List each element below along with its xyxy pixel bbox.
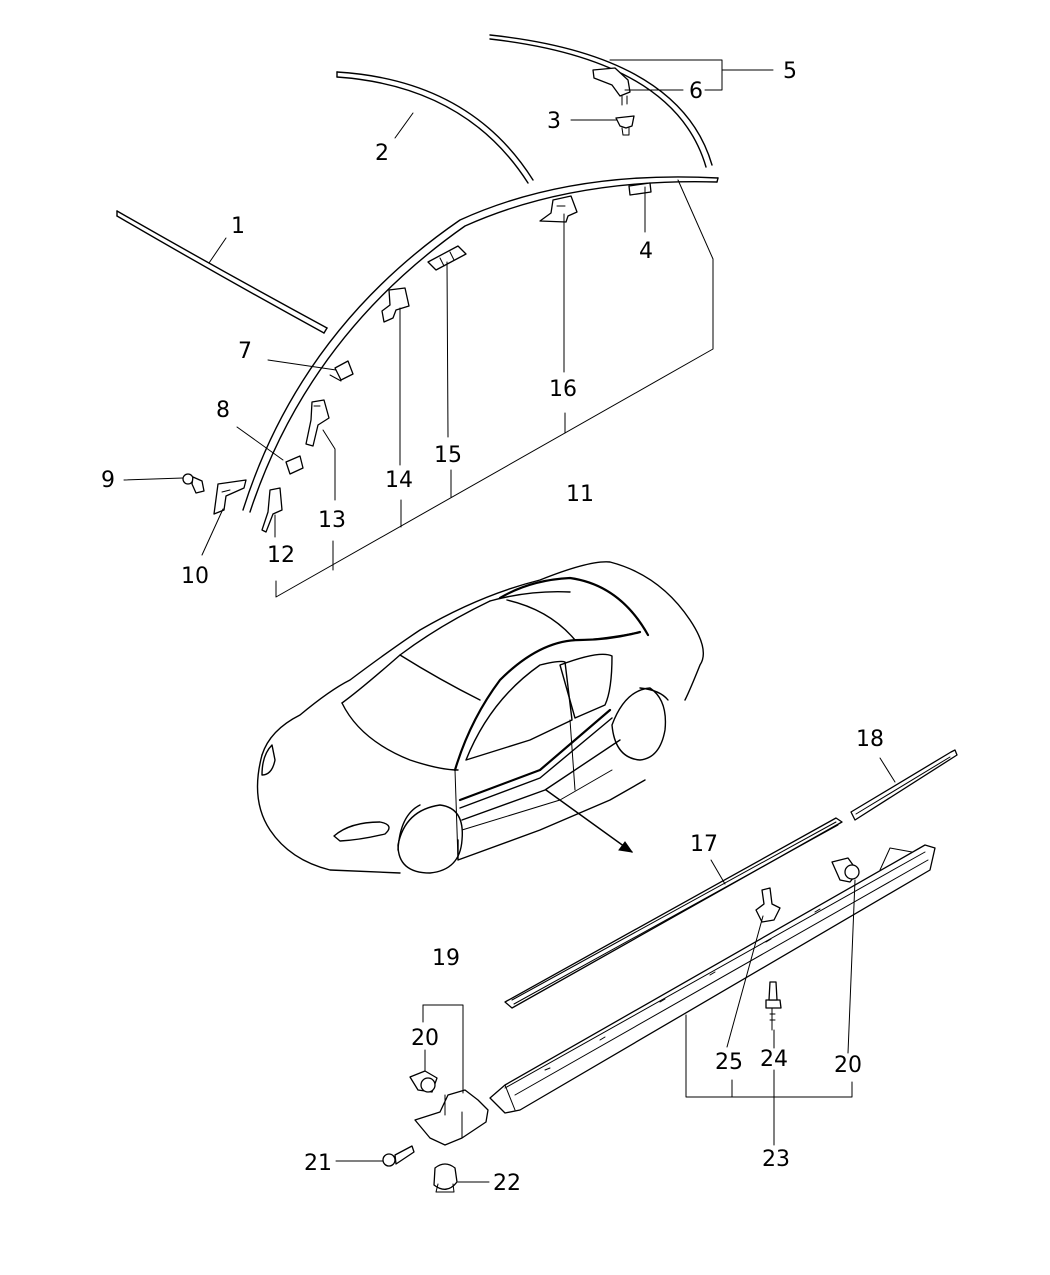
leader-lines-bottom [335, 757, 896, 1183]
callout-15: 15 [434, 443, 462, 468]
callout-2: 2 [375, 141, 389, 166]
clip-part-19 [414, 1089, 489, 1146]
callout-7: 7 [238, 339, 252, 364]
callout-25: 25 [715, 1050, 743, 1075]
callout-6: 6 [689, 79, 703, 104]
clip-part-7 [329, 360, 354, 382]
callout-3: 3 [547, 109, 561, 134]
clip-part-12 [261, 487, 283, 533]
callout-16: 16 [549, 377, 577, 402]
car-illustration [256, 561, 704, 874]
molding-part-11 [242, 176, 719, 513]
clip-part-20-left [409, 1070, 438, 1093]
clip-part-8 [285, 455, 304, 475]
clip-part-3 [615, 115, 635, 136]
callout-4: 4 [639, 239, 653, 264]
clip-part-22 [433, 1163, 458, 1193]
callout-5: 5 [783, 59, 797, 84]
clip-part-20-right [831, 857, 860, 883]
callout-20-left: 20 [411, 1026, 439, 1051]
callout-19: 19 [432, 946, 460, 971]
callout-18: 18 [856, 727, 884, 752]
screw-part-21 [382, 1145, 415, 1167]
molding-part-18 [850, 749, 958, 821]
callout-10: 10 [181, 564, 209, 589]
callout-12: 12 [267, 543, 295, 568]
callout-1: 1 [231, 214, 245, 239]
callout-9: 9 [101, 468, 115, 493]
callout-11: 11 [566, 482, 594, 507]
molding-part-2 [336, 71, 534, 184]
clip-part-15 [427, 245, 467, 271]
callout-23: 23 [762, 1147, 790, 1172]
callout-20-right: 20 [834, 1053, 862, 1078]
clip-part-16 [539, 195, 578, 223]
callout-21: 21 [304, 1151, 332, 1176]
clip-part-10 [213, 479, 247, 515]
callout-13: 13 [318, 508, 346, 533]
molding-part-5 [489, 34, 713, 168]
leader-lines-top [123, 59, 774, 598]
callout-8: 8 [216, 398, 230, 423]
clip-part-25 [755, 887, 781, 923]
callout-17: 17 [690, 832, 718, 857]
molding-part-1 [116, 210, 328, 334]
callout-14: 14 [385, 468, 413, 493]
clip-part-14 [381, 287, 410, 323]
molding-part-17 [504, 817, 843, 1009]
clip-part-13 [305, 399, 330, 447]
screw-part-24 [765, 981, 782, 1031]
callout-22: 22 [493, 1171, 521, 1196]
callout-24: 24 [760, 1047, 788, 1072]
sill-part-23 [489, 844, 936, 1114]
screw-part-9 [182, 473, 205, 494]
callout-labels: 1 2 3 4 5 6 7 8 9 10 11 12 13 14 15 16 1… [101, 59, 884, 1196]
clip-part-6 [592, 67, 631, 106]
